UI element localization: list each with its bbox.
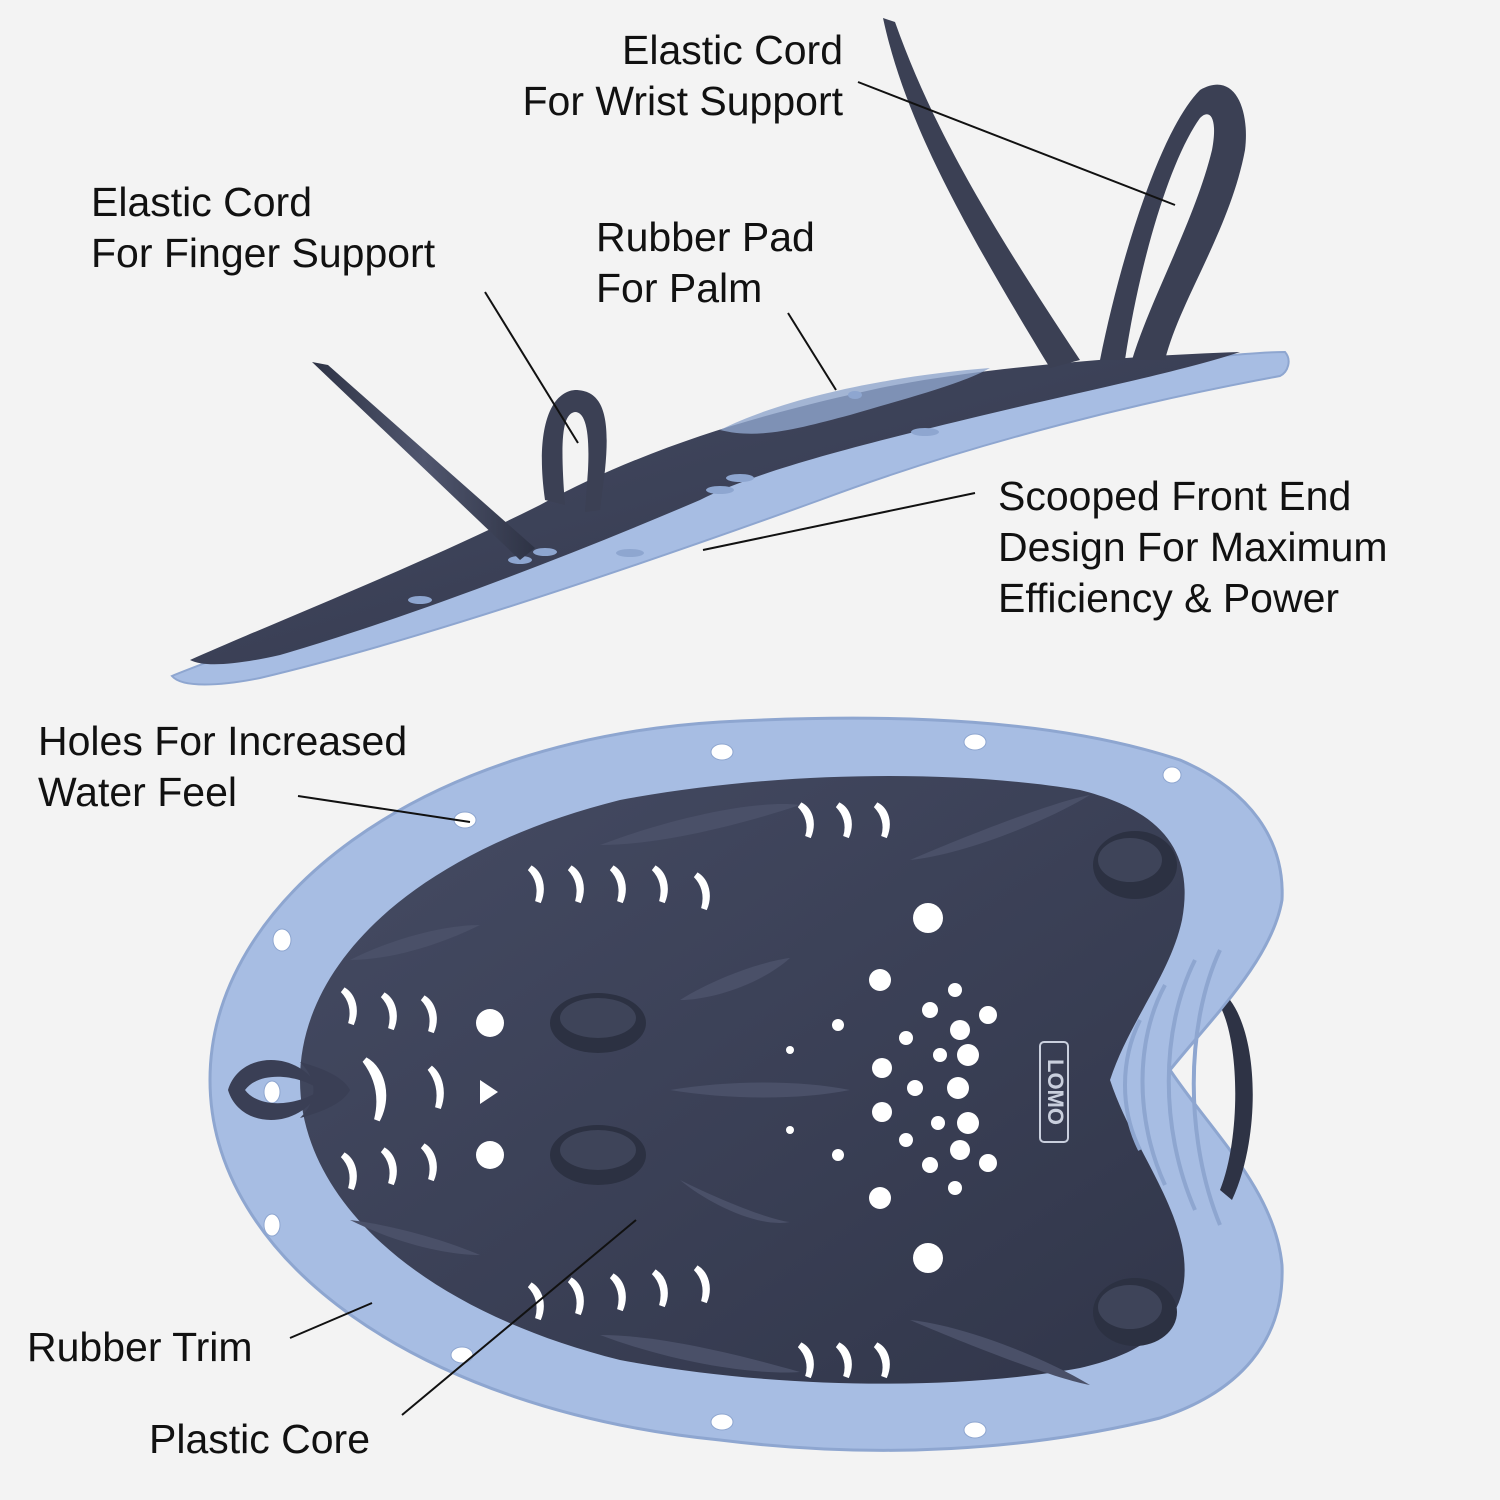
- crescent-slots: [340, 802, 890, 1379]
- label-holes-line-2: Water Feel: [38, 769, 237, 815]
- label-palm-pad: Rubber Pad For Palm: [596, 212, 815, 314]
- trim-holes: [263, 733, 1182, 1439]
- label-finger-cord-line-2: For Finger Support: [91, 230, 436, 276]
- side-holes: [408, 391, 939, 604]
- finger-cord-loop: [541, 390, 607, 512]
- leader-palm-pad: [787, 312, 837, 391]
- top-plastic-core: [300, 776, 1185, 1384]
- label-core-line-1: Plastic Core: [149, 1416, 371, 1462]
- side-palm-pad: [720, 368, 990, 434]
- label-wrist-cord-line-2: For Wrist Support: [522, 78, 844, 124]
- label-palm-pad-line-2: For Palm: [596, 265, 763, 311]
- leader-scoop: [702, 492, 976, 551]
- label-holes: Holes For Increased Water Feel: [38, 716, 407, 818]
- label-scoop-line-3: Efficiency & Power: [998, 575, 1340, 621]
- leader-finger-cord: [484, 291, 579, 444]
- brand-logo-text: LOMO: [1043, 1059, 1068, 1125]
- brand-logo: LOMO: [1039, 1041, 1069, 1143]
- label-wrist-cord: Elastic Cord For Wrist Support: [523, 25, 844, 127]
- label-scoop: Scooped Front End Design For Maximum Eff…: [998, 471, 1388, 624]
- cord-knobs: [550, 831, 1177, 1346]
- label-finger-cord-line-1: Elastic Cord: [91, 179, 313, 225]
- label-trim-line-1: Rubber Trim: [27, 1324, 253, 1370]
- leader-wrist-cord: [857, 81, 1176, 206]
- trim-grooves: [1123, 949, 1222, 1226]
- side-plastic-core: [190, 352, 1240, 665]
- label-trim: Rubber Trim: [27, 1322, 253, 1373]
- finger-cord-strand: [312, 362, 535, 560]
- leader-core: [401, 1219, 637, 1416]
- label-wrist-cord-line-1: Elastic Cord: [621, 27, 843, 73]
- core-ridges: [350, 795, 1090, 1385]
- label-finger-cord: Elastic Cord For Finger Support: [91, 177, 435, 279]
- leader-holes: [297, 795, 471, 823]
- label-holes-line-1: Holes For Increased: [38, 718, 408, 764]
- side-view-paddle: [170, 18, 1290, 686]
- label-scoop-line-2: Design For Maximum: [998, 524, 1388, 570]
- wrist-cord-strand: [883, 18, 1080, 368]
- leader-lines: [289, 81, 1176, 1416]
- label-palm-pad-line-1: Rubber Pad: [596, 214, 815, 260]
- round-holes: [476, 903, 997, 1273]
- label-scoop-line-1: Scooped Front End: [998, 473, 1352, 519]
- label-core: Plastic Core: [149, 1414, 370, 1465]
- leader-trim: [289, 1302, 373, 1339]
- top-view-paddle: LOMO: [208, 716, 1284, 1452]
- wrist-cord-loop: [1100, 84, 1246, 361]
